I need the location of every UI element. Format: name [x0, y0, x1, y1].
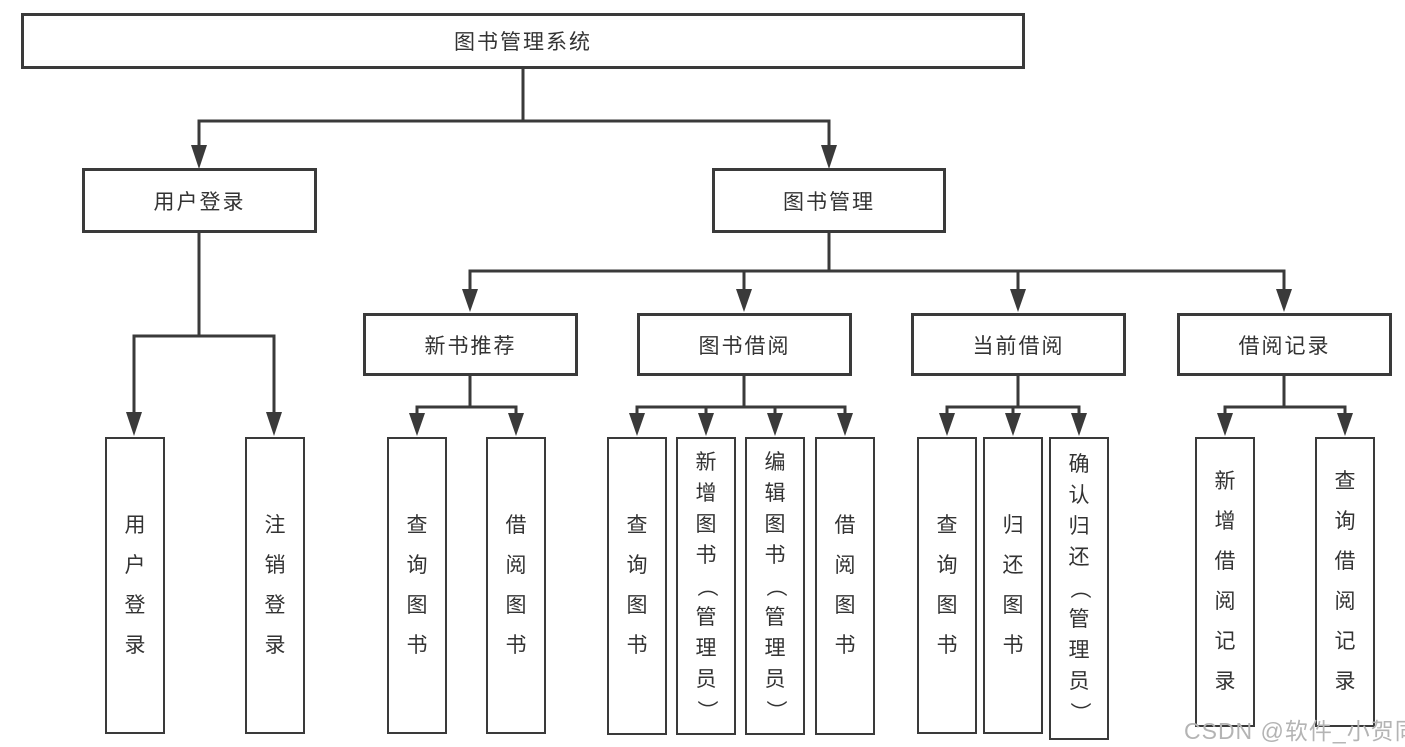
node-label: 查询图书 [406, 513, 428, 657]
leaf-query-books-recommend: 查询图书 [387, 437, 447, 734]
node-label: 新增图书（管理员） [694, 450, 718, 721]
node-label: 图书借阅 [698, 334, 791, 358]
arrowheads [126, 145, 1353, 436]
node-book-borrow: 图书借阅 [637, 313, 852, 376]
node-label: 新增借阅记录 [1214, 470, 1236, 693]
leaf-query-books-borrow: 查询图书 [607, 437, 667, 735]
leaf-add-borrow-record: 新增借阅记录 [1195, 437, 1255, 727]
node-label: 查询图书 [626, 514, 648, 657]
leaf-borrow-books: 借阅图书 [815, 437, 875, 735]
node-book-management: 图书管理 [712, 168, 946, 233]
node-new-book-recommend: 新书推荐 [363, 313, 578, 376]
node-label: 确认归还（管理员） [1067, 453, 1091, 723]
node-current-borrow: 当前借阅 [911, 313, 1126, 376]
node-label: 归还图书 [1002, 513, 1024, 657]
node-label: 借阅记录 [1238, 334, 1331, 358]
node-label: 当前借阅 [972, 334, 1065, 358]
leaf-borrow-books-recommend: 借阅图书 [486, 437, 546, 734]
leaf-edit-book-admin: 编辑图书（管理员） [745, 437, 805, 735]
node-label: 借阅图书 [834, 514, 856, 657]
leaf-query-borrow-record: 查询借阅记录 [1315, 437, 1375, 727]
leaf-query-books-current: 查询图书 [917, 437, 977, 734]
leaf-user-login: 用户登录 [105, 437, 165, 734]
leaf-return-book: 归还图书 [983, 437, 1043, 734]
leaf-logout: 注销登录 [245, 437, 305, 734]
leaf-confirm-return-admin: 确认归还（管理员） [1049, 437, 1109, 740]
node-label: 注销登录 [264, 513, 286, 657]
node-label: 借阅图书 [505, 513, 527, 657]
node-root: 图书管理系统 [21, 13, 1025, 69]
node-label: 编辑图书（管理员） [763, 450, 787, 721]
leaf-add-book-admin: 新增图书（管理员） [676, 437, 736, 735]
node-borrow-records: 借阅记录 [1177, 313, 1392, 376]
node-label: 新书推荐 [424, 334, 517, 358]
node-label: 用户登录 [124, 513, 146, 657]
node-label: 查询借阅记录 [1334, 470, 1356, 693]
watermark-text: CSDN @软件_小贺同学 [1184, 718, 1405, 744]
node-user-login: 用户登录 [82, 168, 317, 233]
node-label: 图书管理 [783, 190, 875, 214]
node-label: 图书管理系统 [454, 31, 592, 54]
node-label: 查询图书 [936, 513, 958, 657]
node-label: 用户登录 [153, 190, 246, 214]
